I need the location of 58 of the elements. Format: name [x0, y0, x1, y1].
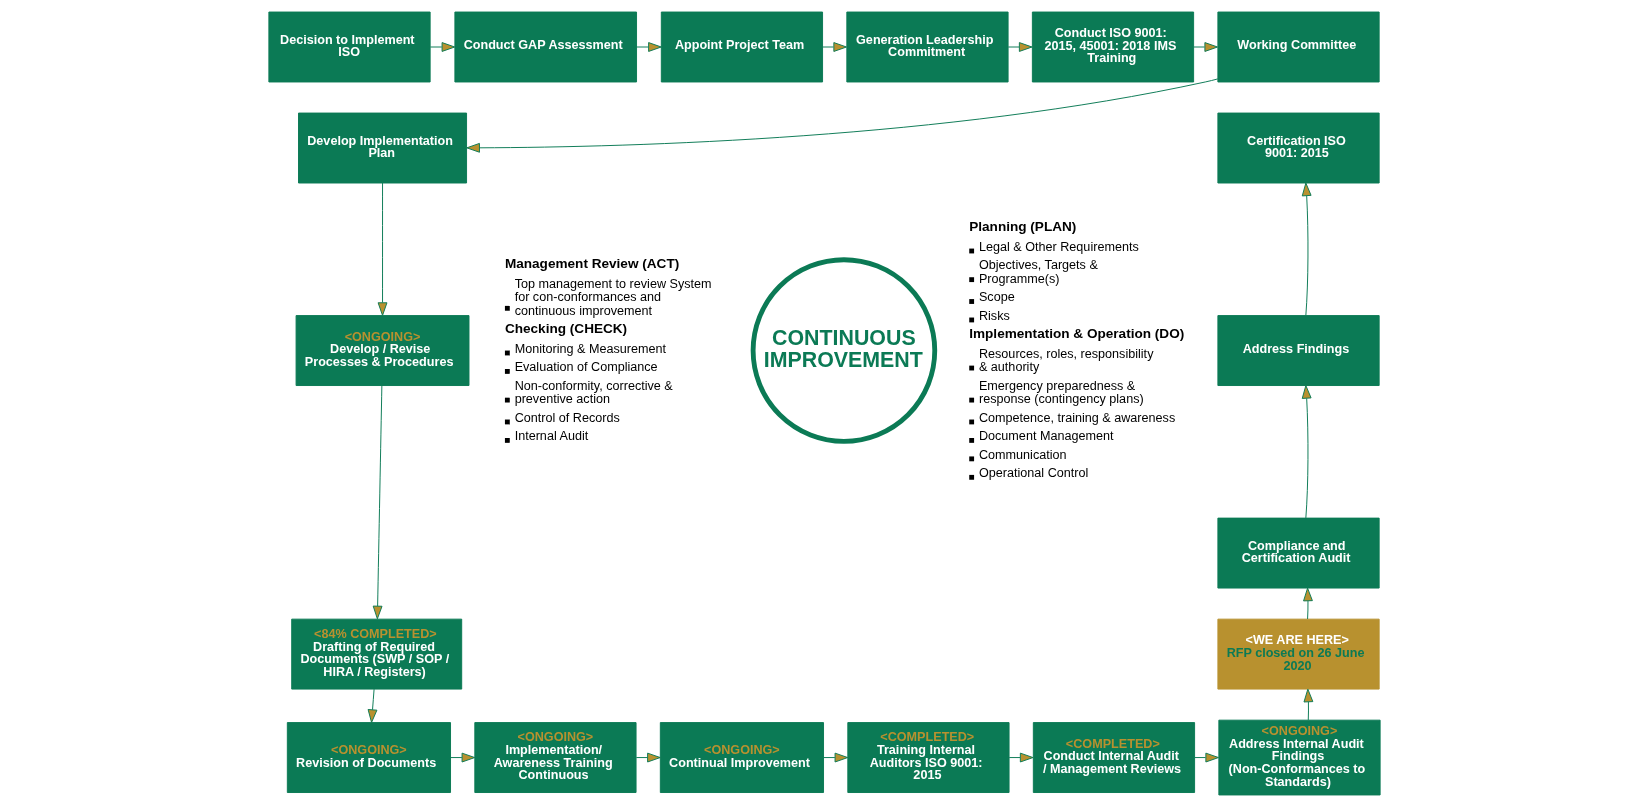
- label: Competence, training & awareness: [978, 410, 1175, 425]
- node-box: Decision to Implement ISO: [267, 11, 431, 83]
- arrow: [377, 182, 387, 316]
- arrow: [465, 78, 1218, 153]
- node-box: <WE ARE HERE> RFP closed on 26 June 2020: [1216, 618, 1380, 690]
- node-box: <ONGOING> Develop / Revise Processes & Procedures: [295, 315, 469, 386]
- arrow: [635, 752, 661, 763]
- label: Checking (CHECK): [504, 321, 627, 337]
- label: Control of Records: [514, 410, 620, 425]
- arrow: [1192, 42, 1218, 52]
- node-box: <ONGOING> Revision of Documents: [286, 722, 451, 793]
- arrow: [1302, 587, 1313, 620]
- node-box: Certification ISO 9001: 2015: [1216, 112, 1380, 184]
- label: Management Review (ACT): [504, 256, 679, 272]
- node-box: <ONGOING> Implementation/ Awareness Training Continuous: [473, 722, 637, 793]
- label: Communication: [978, 447, 1067, 462]
- arrow: [1301, 385, 1312, 519]
- label: Operational Control: [978, 466, 1088, 481]
- node-box: Conduct GAP Assessment: [453, 11, 637, 83]
- label: Resources, roles, responsibility & authority: [978, 346, 1153, 375]
- label: Objectives, Targets & Programme(s): [978, 258, 1098, 286]
- label: Planning (PLAN): [968, 219, 1076, 235]
- arrow: [367, 688, 377, 723]
- label: Implementation & Operation (DO): [968, 326, 1184, 342]
- node-box: <COMPLETED> Conduct Internal Audit / Management Reviews: [1032, 722, 1195, 793]
- node-box: Develop Implementation Plan: [297, 112, 467, 184]
- node-box: <ONGOING> Continual Improvement: [659, 722, 824, 793]
- label: Top management to review System for con-conformances and continuous improvement: [514, 276, 712, 319]
- arrow: [635, 42, 662, 52]
- node-box: Address Findings: [1216, 315, 1380, 386]
- arrow: [1008, 752, 1033, 763]
- node-circle: CONTINUOUS IMPROVEMENT: [750, 257, 937, 444]
- arrow: [429, 42, 455, 52]
- node-box: Conduct ISO 9001: 2015, 45001: 2018 IMS Training: [1031, 11, 1194, 83]
- label: Emergency preparedness & response (contingency plans): [978, 378, 1144, 407]
- label: Non-conformity, corrective & preventive action: [514, 378, 673, 407]
- label: Document Management: [978, 429, 1114, 444]
- label: Legal & Other Requirements: [978, 239, 1139, 254]
- label: Internal Audit: [514, 429, 588, 444]
- node-box: <84% COMPLETED> Drafting of Required Documents (SWP / SOP / HIRA / Registers): [290, 618, 462, 690]
- label: Scope: [978, 290, 1015, 305]
- label: Monitoring & Measurement: [514, 341, 666, 356]
- arrow: [1301, 182, 1312, 316]
- arrow: [821, 42, 847, 52]
- node-box: <COMPLETED> Training Internal Auditors ISO 9001: 2015: [846, 722, 1010, 793]
- arrow: [449, 752, 475, 763]
- node-box: Appoint Project Team: [660, 11, 823, 83]
- label: Evaluation of Compliance: [514, 360, 658, 375]
- node-box: Generation Leadership Commitment: [845, 11, 1009, 83]
- arrow: [1193, 752, 1219, 763]
- label: Risks: [978, 308, 1010, 323]
- arrow: [822, 752, 848, 763]
- arrow: [1007, 42, 1032, 52]
- node-box: Compliance and Certification Audit: [1216, 517, 1380, 589]
- arrow: [372, 385, 382, 620]
- node-box: Working Committee: [1216, 11, 1380, 83]
- arrow: [1303, 688, 1313, 721]
- node-box: <ONGOING> Address Internal Audit Findings (Non-Conformances to Standards): [1217, 719, 1381, 796]
